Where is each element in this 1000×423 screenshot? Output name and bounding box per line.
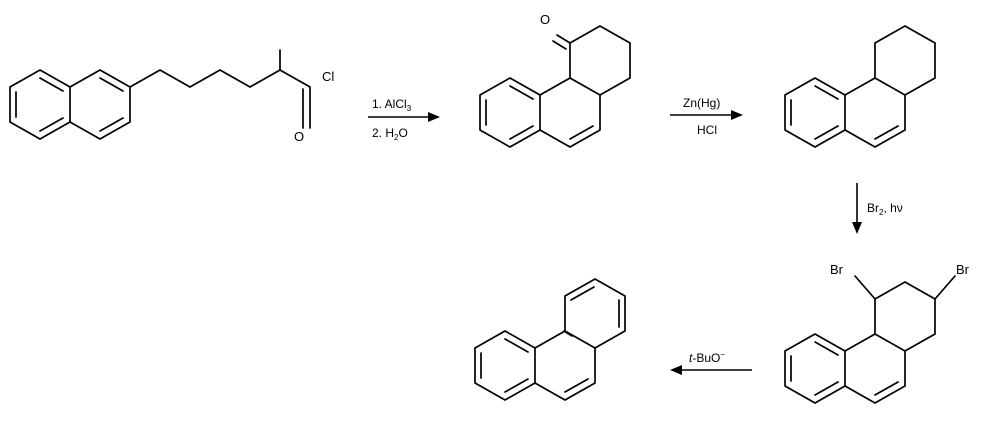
step3-reagent: Br2, hν	[867, 201, 903, 217]
molecule-tetrahydrophenanthrenone: O	[479, 12, 631, 148]
reaction-arrow-1	[368, 112, 440, 122]
reaction-arrow-3	[852, 183, 862, 234]
reaction-arrow-2	[670, 110, 743, 120]
molecule-phenanthrene	[474, 278, 626, 401]
chlorine-atom-label: Cl	[322, 69, 334, 84]
molecule-dibromo-tetrahydrophenanthrene: Br Br	[784, 262, 970, 404]
reaction-arrow-4	[670, 365, 752, 375]
oxygen-atom-label: O	[294, 129, 304, 144]
step1-reagent-line2: 2. H2O	[372, 126, 408, 142]
step1-reagent-line1: 1. AlCl3	[372, 97, 412, 113]
step2-reagent-line1: Zn(Hg)	[683, 96, 720, 110]
step2-reagent-line2: HCl	[697, 123, 717, 137]
ketone-oxygen-label: O	[540, 12, 550, 27]
step4-reagent: t-BuO−	[689, 350, 725, 365]
bromine-atom-label-2: Br	[956, 262, 970, 277]
molecule-tetrahydrophenanthrene	[784, 25, 936, 148]
bromine-atom-label-1: Br	[830, 262, 844, 277]
molecule-naphthylbutanoyl-chloride: Cl O	[9, 49, 334, 144]
